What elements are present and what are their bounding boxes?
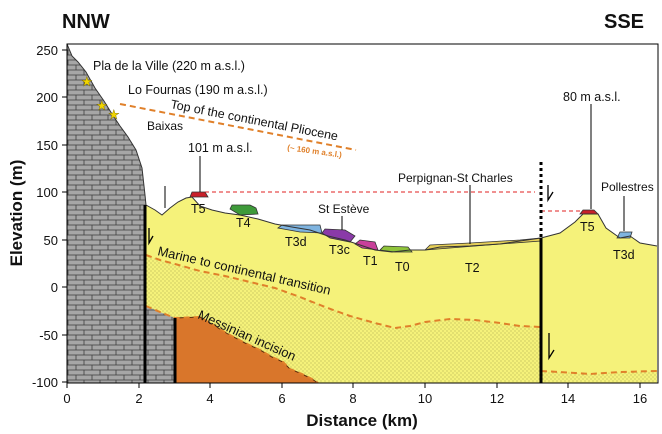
terrace-t4 [229,204,259,216]
label-lo-fournas: Lo Fournas (190 m a.s.l.) [128,83,268,97]
messinian-incision-line [145,305,319,383]
terrace-label-t5-right: T5 [580,220,595,234]
label-pollestres: Pollestres [601,180,654,194]
label-baixas: Baixas [147,119,183,133]
label-101-m: 101 m a.s.l. [188,141,253,155]
x-tick-label: 10 [418,391,432,406]
terrace-label-t4: T4 [236,216,251,230]
label-perpignan: Perpignan-St Charles [398,171,513,185]
label-pliocene-note: (~ 160 m a.s.l.) [287,143,343,160]
x-tick-label: 14 [561,391,575,406]
x-tick-label: 2 [135,391,142,406]
topography-line [145,196,658,253]
x-tick-label: 4 [206,391,213,406]
x-tick-label: 12 [490,391,504,406]
y-tick-label: 150 [36,138,58,153]
marine-dotted-right [541,371,657,383]
fault-arrow-left [148,228,154,246]
terrace-label-t1: T1 [363,254,378,268]
terrace-t1 [354,239,379,251]
direction-right: SSE [604,11,644,33]
star-icon-fournas: ★ [96,98,108,113]
y-tick-label: 200 [36,90,58,105]
label-st-esteve: St Estève [318,202,370,216]
y-tick-label: 250 [36,43,58,58]
terrace-label-t3c: T3c [329,243,350,257]
pliocene-top-line [119,103,357,151]
terrace-label-t3d-right: T3d [613,248,635,262]
fault-arrow-lower-right [548,333,555,361]
y-tick-label: -50 [39,328,58,343]
terrace-t5-right [579,209,599,215]
star-icon-fournas-2: ★ [108,107,120,122]
x-tick-label: 8 [349,391,356,406]
x-axis: 0 2 4 6 8 10 12 14 16 [63,383,647,406]
y-tick-label: 0 [51,280,58,295]
terrace-label-t5-left: T5 [191,202,206,216]
y-tick-label: 50 [44,233,58,248]
x-tick-label: 6 [278,391,285,406]
y-axis-title: Elevation (m) [7,160,26,267]
basement-bricks-lower [146,306,175,383]
terrace-label-t0: T0 [395,260,410,274]
terrace-label-t3d-left: T3d [285,235,307,249]
label-80-m: 80 m a.s.l. [563,90,621,104]
direction-left: NNW [62,11,110,33]
star-icon-pla: ★ [81,74,93,89]
x-tick-label: 0 [63,391,70,406]
marine-transition-line [145,254,542,330]
terrace-t3c [321,228,356,243]
y-tick-label: 100 [36,185,58,200]
terrace-t5-left [189,191,209,198]
terrace-label-t2: T2 [465,261,480,275]
y-tick-label: -100 [32,375,58,390]
label-top-pliocene: Top of the continental Pliocene [169,97,339,143]
y-axis: 250 200 150 100 50 0 -50 -100 [32,43,67,390]
marine-transition-line-right [540,370,658,376]
plot-frame [66,43,659,384]
x-axis-title: Distance (km) [306,411,417,430]
label-pla-de-la-ville: Pla de la Ville (220 m a.s.l.) [93,59,245,73]
fault-arrow-upper-right [547,185,554,203]
x-tick-label: 16 [633,391,647,406]
